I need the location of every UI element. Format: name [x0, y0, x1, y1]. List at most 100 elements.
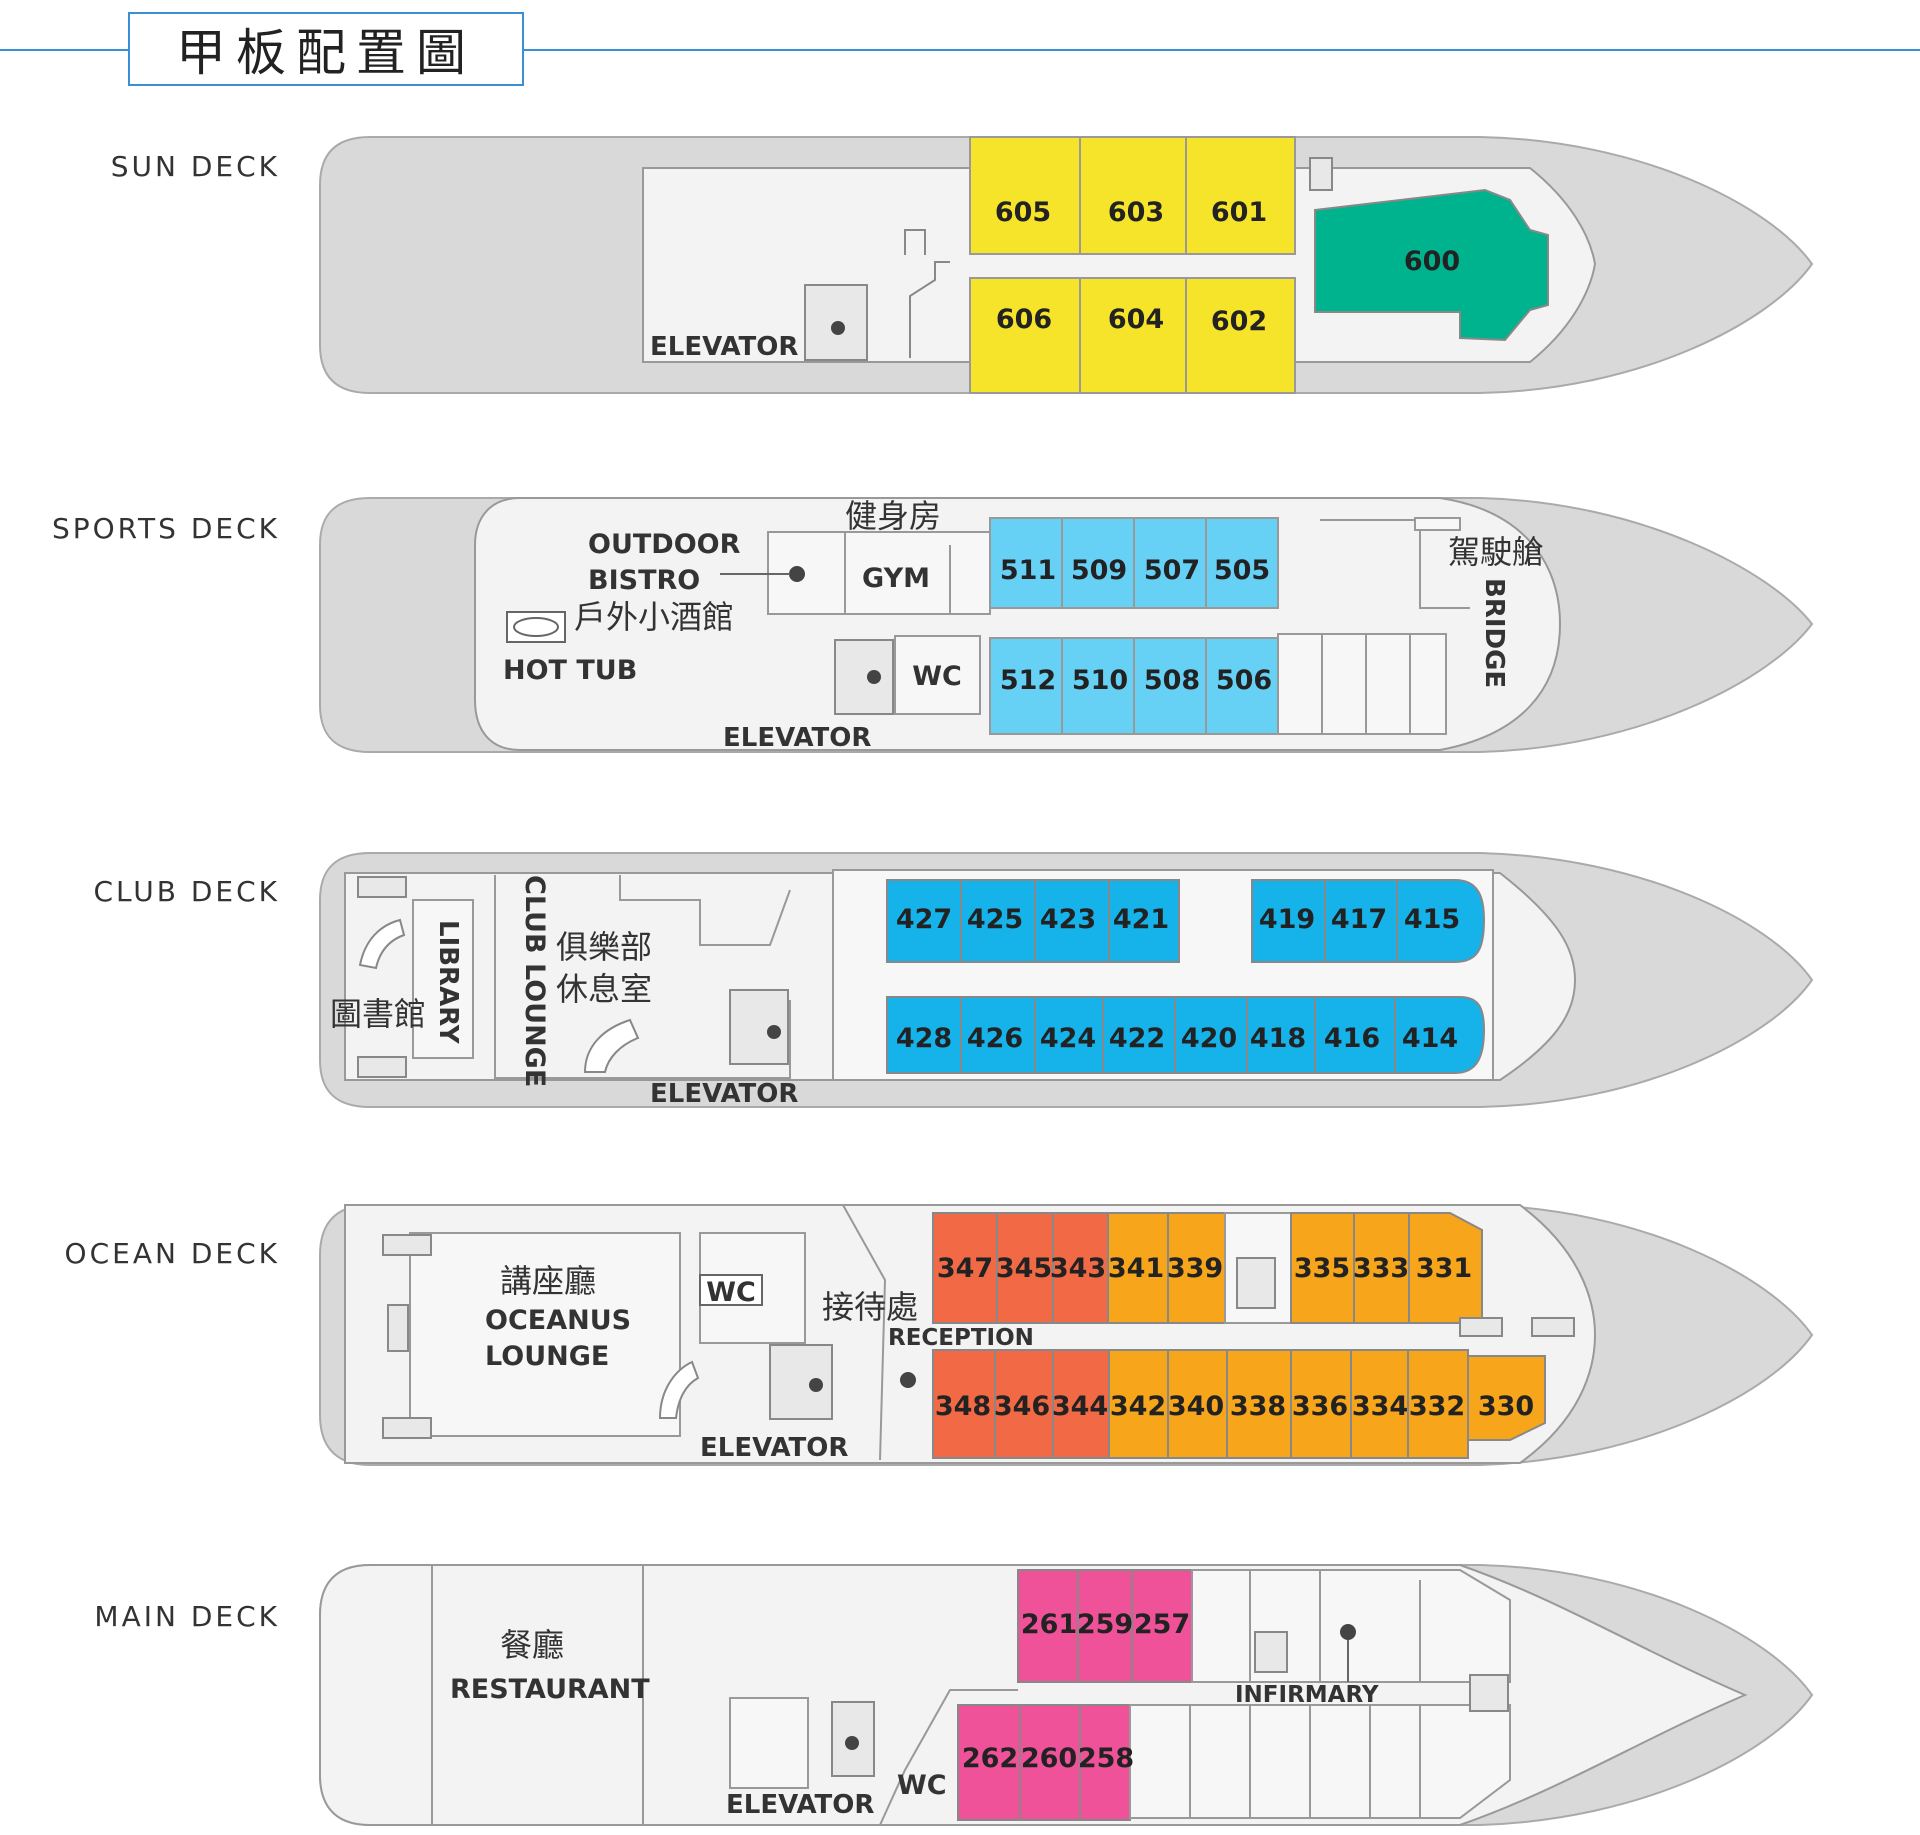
- ocean-room-342: [1108, 1349, 1169, 1459]
- ocean-lounge-zh: 講座廳: [500, 1262, 596, 1300]
- sun-room-605-label: 605: [995, 197, 1051, 228]
- deck-label-main: MAIN DECK: [94, 1600, 280, 1633]
- club-room-420: [1174, 996, 1248, 1074]
- ocean-lounge-label-1: OCEANUS: [485, 1305, 631, 1336]
- club-room-426: [960, 996, 1036, 1074]
- sports-room-512-label: 512: [1000, 665, 1056, 696]
- sports-bridge-wall: [1320, 519, 1470, 609]
- sports-gym-label: GYM: [862, 563, 930, 594]
- sun-room-606-label: 606: [996, 304, 1052, 335]
- club-room-421-label: 421: [1113, 904, 1169, 935]
- club-stair-icon-1: [357, 876, 407, 898]
- main-room-257-label: 257: [1134, 1609, 1190, 1640]
- sports-room-506: [1205, 637, 1279, 735]
- ocean-room-345: [996, 1212, 1054, 1324]
- sun-room-603: [1079, 136, 1187, 255]
- ocean-stair-icon-4: [1459, 1317, 1503, 1337]
- sun-room-600-label: 600: [1404, 246, 1460, 277]
- sports-room-511: [989, 517, 1063, 609]
- ocean-room-346-label: 346: [994, 1391, 1050, 1422]
- ocean-wc-box: [699, 1274, 763, 1306]
- ocean-room-343-label: 343: [1050, 1253, 1106, 1284]
- club-library-room: [412, 899, 474, 1059]
- sports-gym-zh: 健身房: [845, 497, 941, 535]
- main-restaurant-label: RESTAURANT: [450, 1674, 650, 1705]
- sports-room-510-label: 510: [1072, 665, 1128, 696]
- sports-outdoor-label-1: OUTDOOR: [588, 529, 741, 560]
- main-infirmary-dot: [1340, 1624, 1356, 1640]
- ocean-room-341-label: 341: [1108, 1253, 1164, 1284]
- ocean-wc-label: WC: [706, 1277, 756, 1308]
- ocean-reception-dot: [900, 1372, 916, 1388]
- club-deck: LIBRARY 圖書館 CLUB LOUNGE 俱樂部 休息室 ELEVATOR…: [319, 852, 1814, 1109]
- sun-room-601-label: 601: [1211, 197, 1267, 228]
- ocean-stair-icon-2: [382, 1417, 432, 1439]
- club-room-418: [1246, 996, 1316, 1074]
- club-room-425: [960, 879, 1036, 963]
- club-elevator-icon: [729, 989, 789, 1065]
- club-room-425-label: 425: [967, 904, 1023, 935]
- sports-deck: 健身房 OUTDOOR BISTRO 戶外小酒館 GYM HOT TUB WC …: [319, 497, 1814, 753]
- ocean-reception-wall: [842, 1204, 887, 1461]
- ocean-room-341: [1107, 1212, 1169, 1324]
- main-room-260-label: 260: [1021, 1743, 1077, 1774]
- main-room-261: [1017, 1569, 1079, 1683]
- sports-elevator-label: ELEVATOR: [723, 723, 871, 753]
- ocean-room-339-label: 339: [1167, 1253, 1223, 1284]
- club-room-417: [1324, 879, 1398, 963]
- ocean-room-330-label: 330: [1478, 1391, 1534, 1422]
- club-room-422: [1102, 996, 1176, 1074]
- main-infirmary-label: INFIRMARY: [1235, 1682, 1379, 1708]
- deck-label-sun: SUN DECK: [110, 150, 280, 183]
- main-room-261-label: 261: [1021, 1609, 1077, 1640]
- main-stair-icon-1: [1254, 1631, 1288, 1673]
- ocean-room-338-label: 338: [1230, 1391, 1286, 1422]
- club-spiral-stair-icon-2: [583, 1018, 640, 1073]
- ocean-room-335-label: 335: [1294, 1253, 1350, 1284]
- sun-room-600: [1314, 188, 1549, 342]
- ocean-room-334-label: 334: [1352, 1391, 1408, 1422]
- sports-bistro-dot: [789, 566, 805, 582]
- sports-outdoor-zh: 戶外小酒館: [574, 598, 734, 636]
- ocean-room-344-label: 344: [1052, 1391, 1108, 1422]
- main-room-257: [1131, 1569, 1193, 1683]
- sun-room-604: [1079, 277, 1187, 394]
- club-library-label: LIBRARY: [433, 920, 463, 1045]
- ocean-room-342-label: 342: [1110, 1391, 1166, 1422]
- main-stair-icon-2: [1469, 1674, 1509, 1712]
- club-room-426-label: 426: [967, 1023, 1023, 1054]
- club-room-415: [1396, 879, 1486, 963]
- club-lounge-zh-1: 俱樂部: [556, 928, 652, 966]
- ocean-room-330: [1467, 1355, 1546, 1441]
- ocean-stair-icon-1: [382, 1234, 432, 1256]
- club-elevator-dot: [767, 1025, 781, 1039]
- club-room-424: [1034, 996, 1104, 1074]
- ocean-room-347: [932, 1212, 998, 1324]
- main-corridor-wall: [879, 1689, 1018, 1826]
- club-room-416-label: 416: [1324, 1023, 1380, 1054]
- sports-room-509: [1061, 517, 1135, 609]
- sports-room-510: [1061, 637, 1135, 735]
- ocean-stair-icon-3: [387, 1304, 409, 1352]
- main-restaurant-zh: 餐廳: [500, 1626, 564, 1664]
- ocean-room-334: [1350, 1349, 1409, 1459]
- main-elevator-room: [729, 1697, 809, 1789]
- ocean-room-348-label: 348: [935, 1391, 991, 1422]
- ocean-room-331-label: 331: [1416, 1253, 1472, 1284]
- sun-room-601: [1185, 136, 1296, 255]
- sports-room-508-label: 508: [1144, 665, 1200, 696]
- sun-corridor-wall: [909, 261, 950, 358]
- sun-room-604-label: 604: [1108, 304, 1164, 335]
- club-room-417-label: 417: [1331, 904, 1387, 935]
- club-room-418-label: 418: [1250, 1023, 1306, 1054]
- club-room-421: [1108, 879, 1180, 963]
- sun-elevator-dot: [831, 321, 845, 335]
- sports-outdoor-label-2: BISTRO: [588, 565, 700, 596]
- page-title: 甲板配置圖: [128, 12, 524, 86]
- sports-room-512: [989, 637, 1063, 735]
- club-lounge-wall: [494, 875, 791, 1079]
- sun-deck: ELEVATOR 605 603 601 606 604 602 600: [319, 136, 1814, 394]
- ocean-room-336-label: 336: [1292, 1391, 1348, 1422]
- main-room-262-label: 262: [962, 1743, 1018, 1774]
